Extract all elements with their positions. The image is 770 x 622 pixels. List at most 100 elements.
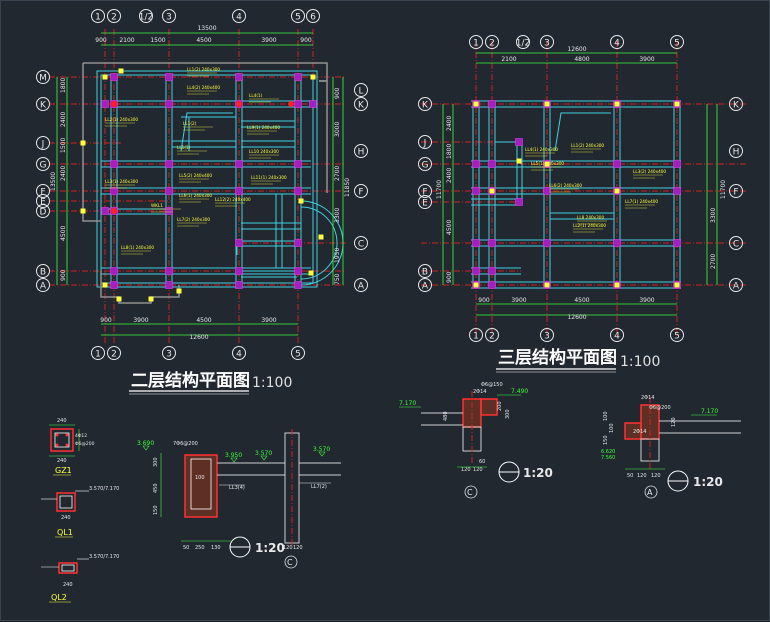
plan3-beam-tag-6: LL7(1) 240x400 <box>625 199 658 204</box>
plan3-beam-tag-7: LL8 240x300 <box>577 215 604 220</box>
plan3-left-axis-6: A <box>422 282 429 292</box>
detail-gz1: 240 240 4Φ12 Φ6@200 GZ1 <box>49 418 95 476</box>
plan2-top-axis-5-circle <box>291 9 305 23</box>
plan2-stub-0 <box>102 74 108 80</box>
secC3-level-1: 7.490 <box>511 388 528 395</box>
gz1-label: GZ1 <box>55 466 72 475</box>
plan2-column-11 <box>294 160 302 168</box>
plan2-right-axis-3: F <box>358 188 363 198</box>
plan2-bottom-axis-1: 2 <box>111 350 117 360</box>
plan3-column-26 <box>515 198 523 206</box>
plan2-left-axis-8: A <box>40 282 47 292</box>
plan2-red-dot-1 <box>288 101 294 107</box>
detail-ql2: 3.570/7.170 240 QL2 <box>41 554 119 603</box>
plan2-red-dot-2 <box>236 101 242 107</box>
plan3-top-axis-4-circle <box>610 35 624 49</box>
plan2-column-14 <box>235 187 243 195</box>
plan2-left-axis-6: D <box>40 208 47 218</box>
plan3-left-axis-2-circle <box>418 157 432 171</box>
section-c2-scale: 1:20 <box>255 541 285 555</box>
plan3-columns <box>472 100 681 289</box>
secA3-tag-0: 2Φ14 <box>641 395 654 401</box>
plan3-bottom-axis-2: 3 <box>544 332 550 342</box>
plan2-stub-4 <box>116 296 122 302</box>
plan3-column-12 <box>543 187 551 195</box>
plan3-stub-6 <box>614 282 620 288</box>
plan2-column-21 <box>294 267 302 275</box>
secC2-level-mark-3 <box>318 451 326 457</box>
plan3-bottom-axis-1-circle <box>485 328 499 342</box>
plan2-column-3 <box>294 73 302 81</box>
plan2-right-axis-5: A <box>358 282 365 292</box>
plan2-right-axis-2-circle <box>354 144 368 158</box>
secC2-vdim-2: 150 <box>153 505 159 515</box>
secA3-dim-2: 150 <box>603 435 609 445</box>
plan3-left-axis-3-circle <box>418 184 432 198</box>
secC2-tag-2: LL7(2) <box>311 484 327 490</box>
plan2-column-19 <box>165 267 173 275</box>
plan2-top-dim-1: 2100 <box>119 37 134 44</box>
secC2-level-mark-0 <box>142 445 150 451</box>
plan3-bottom-axis-4: 5 <box>674 332 680 342</box>
secC3-level-0: 7.170 <box>399 400 416 407</box>
secC2-tag-1: LL3(4) <box>229 485 245 491</box>
plan3-top-dim-0: 2100 <box>501 56 516 63</box>
secC2-inner-dim: 100 <box>195 475 205 481</box>
plan3-bottom-dim-1: 3900 <box>511 297 526 304</box>
plan2-left-axis-7: B <box>40 268 46 278</box>
section-a3-scale: 1:20 <box>693 475 723 489</box>
plan2-beam-tag-13: LL10 240x300 <box>249 149 279 154</box>
secC3-tag-0: 2Φ14 <box>473 389 486 395</box>
plan3-column-23 <box>673 239 681 247</box>
plan3-bottom-axis-3-circle <box>610 328 624 342</box>
plan3-left-axis-0-circle <box>418 97 432 111</box>
secC2-level-1: 3.570 <box>255 450 272 457</box>
plan2-right-dim-3: 3300 <box>334 208 341 223</box>
plan2-column-25 <box>294 281 302 289</box>
plan2-left-axis-6-circle <box>36 204 50 218</box>
plan2-beam-tag-6: LL7(2) 240x300 <box>177 217 210 222</box>
plan3-top-axis-2-circle <box>516 35 530 49</box>
plan2-red-dot-3 <box>111 208 117 214</box>
plan2-column-10 <box>235 160 243 168</box>
plan3-bottom-dim-3: 3900 <box>639 297 654 304</box>
plan2-beams <box>96 70 318 288</box>
plan3-left-axis-2: G <box>422 161 429 171</box>
plan2-column-23 <box>165 281 173 289</box>
secC2-level-mark-2 <box>230 457 238 463</box>
plan2-scale: 1:100 <box>252 375 292 391</box>
plan2-bottom-axis-4: 5 <box>295 350 301 360</box>
plan2-top-axis-5: 5 <box>295 13 301 23</box>
plan2-right-axis-2: H <box>358 148 365 158</box>
plan3-beam-tag-4: LL5(1) 240x300 <box>531 161 564 166</box>
plan2-column-30 <box>309 100 317 108</box>
section-c2-axis: C <box>287 558 293 567</box>
plan3-beam-tag-5: LL6(2) 240x300 <box>549 183 582 188</box>
plan2-top-dim-2: 1500 <box>150 37 165 44</box>
plan3-right-axis-4-circle <box>729 278 743 292</box>
plan2-beam-tag-3: LL3(1) 240x300 <box>105 179 138 184</box>
plan2-top-axis-3-circle <box>162 9 176 23</box>
plan2-top-axis-3: 3 <box>166 13 172 23</box>
plan3-top-axis-5-circle <box>670 35 684 49</box>
plan2-column-29 <box>101 207 109 215</box>
plan3-top-axis-3-circle <box>540 35 554 49</box>
plan2-red-dot-0 <box>111 101 117 107</box>
plan3-column-18 <box>613 239 621 247</box>
plan2-bottom-axis-3: 4 <box>236 350 242 360</box>
plan2-top-axis-6: 6 <box>310 13 316 23</box>
plan2-left-dim-2: 1500 <box>60 138 67 153</box>
plan2-bottom-axis-0-circle <box>91 346 105 360</box>
secA3-dim-5: 50 <box>627 473 633 479</box>
plan3-column-16 <box>613 160 621 168</box>
plan2-bottom-axis-1-circle <box>107 346 121 360</box>
plan2-left-axis-8-circle <box>36 278 50 292</box>
